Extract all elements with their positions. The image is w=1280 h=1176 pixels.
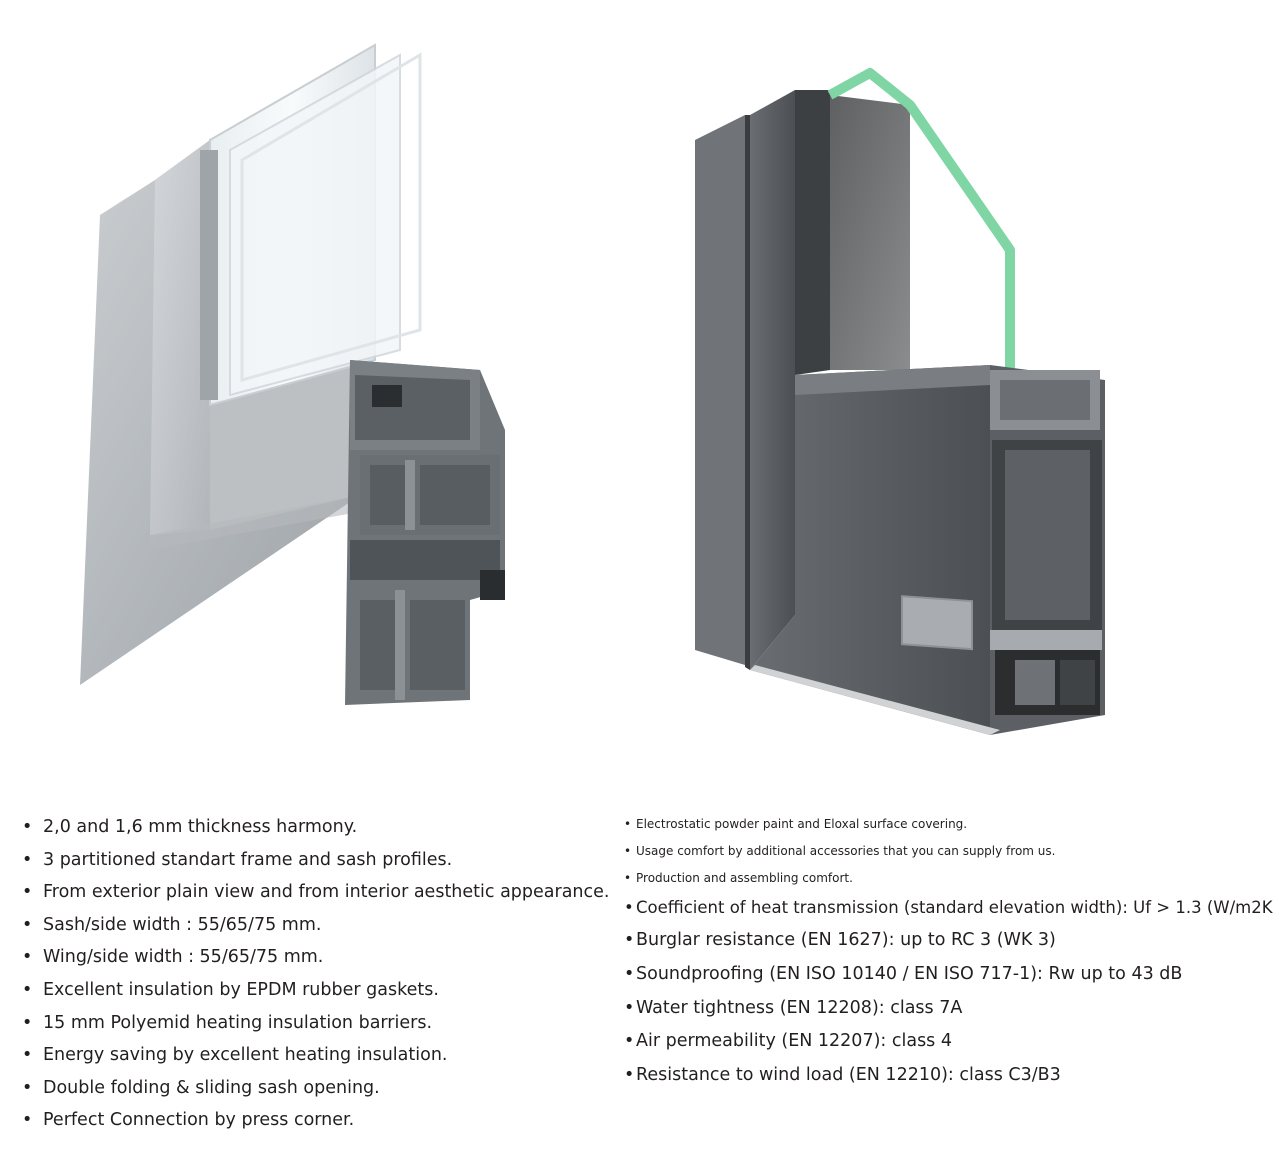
bullet: • — [624, 997, 635, 1018]
feature-text: Usage comfort by additional accessories … — [636, 843, 1056, 858]
list-item: • Electrostatic powder paint and Eloxal s… — [624, 817, 1273, 831]
bullet: • — [22, 882, 33, 903]
feature-text: 3 partitioned standart frame and sash pr… — [43, 849, 453, 870]
list-item: • 2,0 and 1,6 mm thickness harmony. — [22, 817, 609, 838]
aluminium-door-profile-cross-section-icon — [695, 68, 1105, 735]
feature-text: Soundproofing (EN ISO 10140 / EN ISO 717… — [636, 963, 1183, 984]
list-item: •Coefficient of heat transmission (stand… — [624, 898, 1273, 918]
list-item: •Burglar resistance (EN 1627): up to RC … — [624, 930, 1273, 951]
bullet: • — [624, 1064, 635, 1085]
feature-text: 15 mm Polyemid heating insulation barrie… — [43, 1012, 433, 1033]
list-item: • Wing/side width : 55/65/75 mm. — [22, 947, 609, 968]
list-item: • Sash/side width : 55/65/75 mm. — [22, 915, 609, 936]
feature-text: Energy saving by excellent heating insul… — [43, 1045, 448, 1066]
feature-text: Production and assembling comfort. — [636, 870, 853, 885]
window-profile-image — [60, 30, 530, 730]
bullet: • — [22, 817, 33, 837]
list-item: •Air permeability (EN 12207): class 4 — [624, 1031, 1273, 1052]
bullet: • — [22, 1077, 33, 1098]
feature-text: Water tightness (EN 12208): class 7A — [636, 997, 963, 1018]
list-item: • Double folding & sliding sash opening. — [22, 1078, 609, 1099]
feature-text: Electrostatic powder paint and Eloxal su… — [636, 817, 968, 831]
list-item: • From exterior plain view and from inter… — [22, 882, 609, 903]
feature-text: From exterior plain view and from interi… — [43, 882, 610, 903]
aluminium-window-profile-cross-section-icon — [80, 43, 505, 705]
bullet: • — [624, 1031, 635, 1052]
bullet: • — [624, 930, 635, 951]
feature-text: 2,0 and 1,6 mm thickness harmony. — [43, 817, 358, 837]
bullet: • — [22, 1012, 33, 1033]
list-item: • Perfect Connection by press corner. — [22, 1110, 609, 1131]
bullet: • — [22, 849, 33, 870]
list-item: • 3 partitioned standart frame and sash p… — [22, 850, 609, 871]
list-item: • Usage comfort by additional accessories… — [624, 844, 1273, 858]
features-list-right: • Electrostatic powder paint and Eloxal s… — [624, 817, 1273, 1098]
list-item: •Soundproofing (EN ISO 10140 / EN ISO 71… — [624, 964, 1273, 985]
bullet: • — [624, 897, 634, 917]
feature-text: Air permeability (EN 12207): class 4 — [636, 1031, 952, 1052]
feature-text: Double folding & sliding sash opening. — [43, 1077, 380, 1098]
feature-text: Sash/side width : 55/65/75 mm. — [43, 914, 322, 935]
bullet: • — [624, 963, 635, 984]
feature-text: Excellent insulation by EPDM rubber gask… — [43, 979, 439, 1000]
feature-text: Perfect Connection by press corner. — [43, 1110, 355, 1131]
list-item: • 15 mm Polyemid heating insulation barri… — [22, 1013, 609, 1034]
feature-text: Coefficient of heat transmission (standa… — [636, 897, 1273, 917]
bullet: • — [22, 1110, 33, 1131]
feature-text: Resistance to wind load (EN 12210): clas… — [636, 1064, 1061, 1085]
bullet: • — [624, 817, 632, 831]
bullet: • — [624, 843, 632, 858]
list-item: • Energy saving by excellent heating insu… — [22, 1045, 609, 1066]
bullet: • — [22, 979, 33, 1000]
bullet: • — [624, 870, 632, 885]
list-item: •Resistance to wind load (EN 12210): cla… — [624, 1065, 1273, 1086]
door-profile-image — [670, 55, 1130, 775]
features-list-left: • 2,0 and 1,6 mm thickness harmony. • 3 pa… — [22, 817, 609, 1143]
bullet: • — [22, 1045, 33, 1066]
bullet: • — [22, 914, 33, 935]
list-item: • Production and assembling comfort. — [624, 871, 1273, 885]
feature-text: Wing/side width : 55/65/75 mm. — [43, 947, 324, 968]
list-item: • Excellent insulation by EPDM rubber gas… — [22, 980, 609, 1001]
feature-text: Burglar resistance (EN 1627): up to RC 3… — [636, 930, 1056, 951]
bullet: • — [22, 947, 33, 968]
list-item: •Water tightness (EN 12208): class 7A — [624, 998, 1273, 1019]
